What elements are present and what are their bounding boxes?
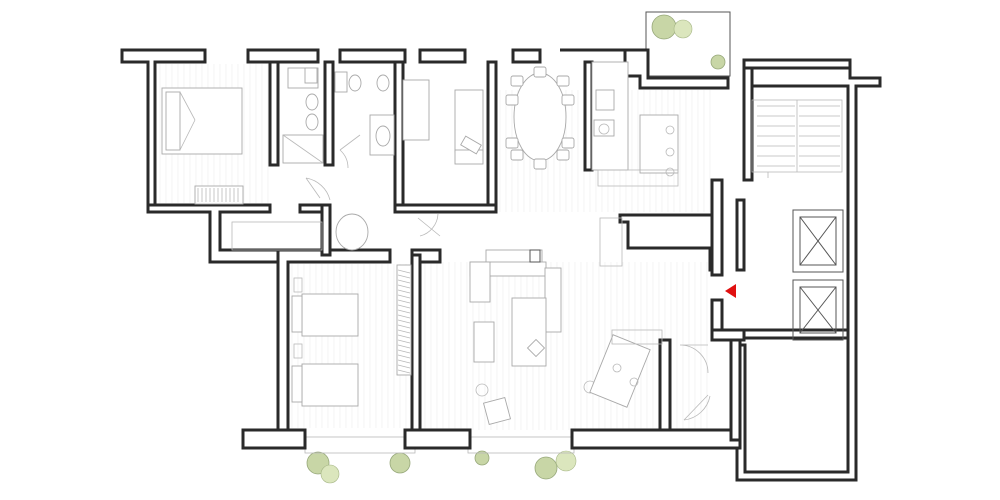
master-bedroom <box>161 87 244 205</box>
plant-bottom-left <box>306 451 411 484</box>
twin-bedroom <box>291 264 412 407</box>
plant-bottom-mid <box>474 450 577 480</box>
study <box>402 79 484 165</box>
dining <box>505 66 575 170</box>
walls <box>120 48 882 482</box>
kitchen <box>591 61 679 187</box>
entry <box>679 344 711 421</box>
hallway <box>231 177 441 251</box>
bathroom-2 <box>334 71 395 169</box>
stairwell <box>751 99 843 178</box>
plant-top-balcony <box>651 14 726 70</box>
plants <box>306 14 726 484</box>
bathroom-1 <box>282 67 324 164</box>
entrance-marker-icon <box>725 284 736 298</box>
living-room <box>469 217 663 426</box>
elevators <box>792 209 844 341</box>
